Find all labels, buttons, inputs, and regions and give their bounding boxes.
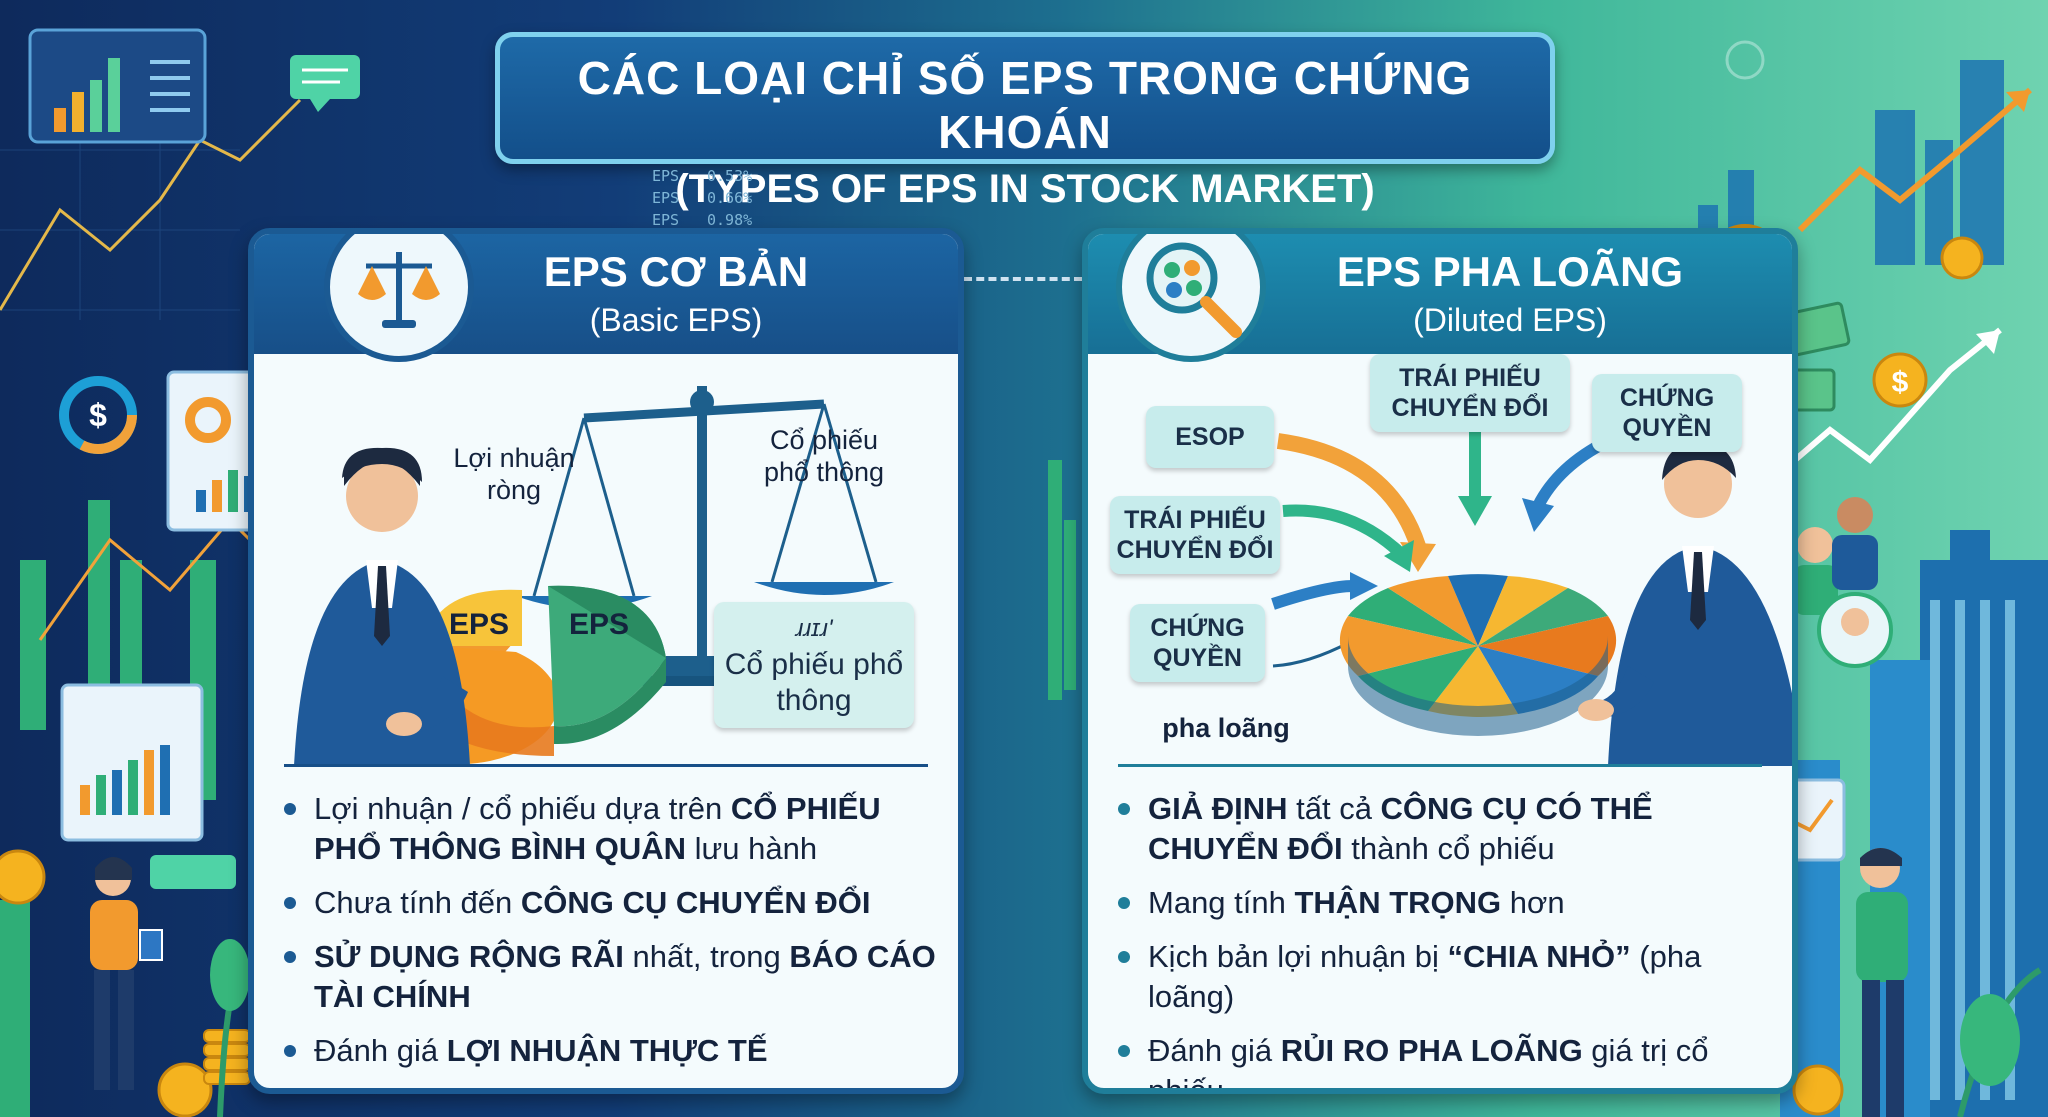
- convertible-bond-chip-left: TRÁI PHIẾU CHUYỂN ĐỔI: [1110, 496, 1280, 574]
- list-item: Đánh giá RỦI RO PHA LOÃNG giá trị cổ phi…: [1118, 1031, 1772, 1088]
- convertible-bond-chip-top: TRÁI PHIẾU CHUYỂN ĐỔI: [1370, 354, 1570, 432]
- dilution-label: pha loãng: [1162, 713, 1290, 743]
- bullet-dot: [1118, 951, 1130, 963]
- page-title: CÁC LOẠI CHỈ SỐ EPS TRONG CHỨNG KHOÁN: [577, 52, 1473, 158]
- warrant-chip-left: CHỨNG QUYỀN: [1130, 604, 1265, 682]
- diluted-eps-subtitle: (Diluted EPS): [1413, 302, 1607, 338]
- sign-text: Cổ phiếu phổ thông: [724, 648, 904, 717]
- common-shares-sign: ɹɹɪɹ' Cổ phiếu phổ thông: [714, 602, 914, 728]
- basic-eps-bullets: Lợi nhuận / cổ phiếu dựa trên CỔ PHIẾU P…: [284, 789, 938, 1085]
- balance-scale-icon: [324, 234, 474, 362]
- list-item: Lợi nhuận / cổ phiếu dựa trên CỔ PHIẾU P…: [284, 789, 938, 869]
- bullet-dot: [284, 1045, 296, 1057]
- diluted-eps-panel: EPS PHA LOÃNG (Diluted EPS): [1082, 228, 1798, 1094]
- bullet-dot: [284, 951, 296, 963]
- basic-eps-divider: [284, 764, 928, 767]
- list-item: GIẢ ĐỊNH tất cả CÔNG CỤ CÓ THỂ CHUYỂN ĐỔ…: [1118, 789, 1772, 869]
- dilution-illustration: [1271, 431, 1792, 766]
- svg-text:$: $: [1892, 366, 1909, 399]
- list-item: SỬ DỤNG RỘNG RÃI nhất, trong BÁO CÁO TÀI…: [284, 937, 938, 1017]
- list-item: Chưa tính đến CÔNG CỤ CHUYỂN ĐỔI: [284, 883, 938, 923]
- balance-scale-illustration: [294, 386, 894, 766]
- page-subtitle: (TYPES OF EPS IN STOCK MARKET): [675, 167, 1375, 211]
- panel-connector: [964, 277, 1082, 281]
- diluted-eps-bullets: GIẢ ĐỊNH tất cả CÔNG CỤ CÓ THỂ CHUYỂN ĐỔ…: [1118, 789, 1772, 1088]
- list-item: Đánh giá LỢI NHUẬN THỰC TẾ: [284, 1031, 938, 1071]
- warrant-chip-top: CHỨNG QUYỀN: [1592, 374, 1742, 452]
- list-item: Kịch bản lợi nhuận bị “CHIA NHỎ” (pha lo…: [1118, 937, 1772, 1017]
- list-item: Mang tính THẬN TRỌNG hơn: [1118, 883, 1772, 923]
- svg-text:$: $: [89, 397, 107, 433]
- diluted-eps-divider: [1118, 764, 1762, 767]
- magnifier-icon: [1116, 234, 1266, 362]
- pie-label-eps-2: EPS: [568, 608, 630, 641]
- net-profit-label: Lợi nhuận ròng: [453, 443, 575, 505]
- bullet-dot: [1118, 897, 1130, 909]
- pie-label-eps-1: EPS: [448, 608, 510, 641]
- diluted-eps-title: EPS PHA LOÃNG: [1336, 248, 1684, 295]
- basic-eps-title: EPS CƠ BẢN: [543, 248, 809, 295]
- basic-eps-subtitle: (Basic EPS): [589, 302, 763, 338]
- bullet-dot: [1118, 803, 1130, 815]
- esop-chip: ESOP: [1146, 406, 1274, 468]
- basic-eps-panel: EPS CƠ BẢN (Basic EPS): [248, 228, 964, 1094]
- title-banner: CÁC LOẠI CHỈ SỐ EPS TRONG CHỨNG KHOÁN (T…: [495, 32, 1555, 211]
- common-shares-label: Cổ phiếu phổ thông: [763, 425, 885, 487]
- bullet-dot: [284, 897, 296, 909]
- bullet-dot: [1118, 1045, 1130, 1057]
- sign-scribble: ɹɹɪɹ': [795, 615, 833, 642]
- bullet-dot: [284, 803, 296, 815]
